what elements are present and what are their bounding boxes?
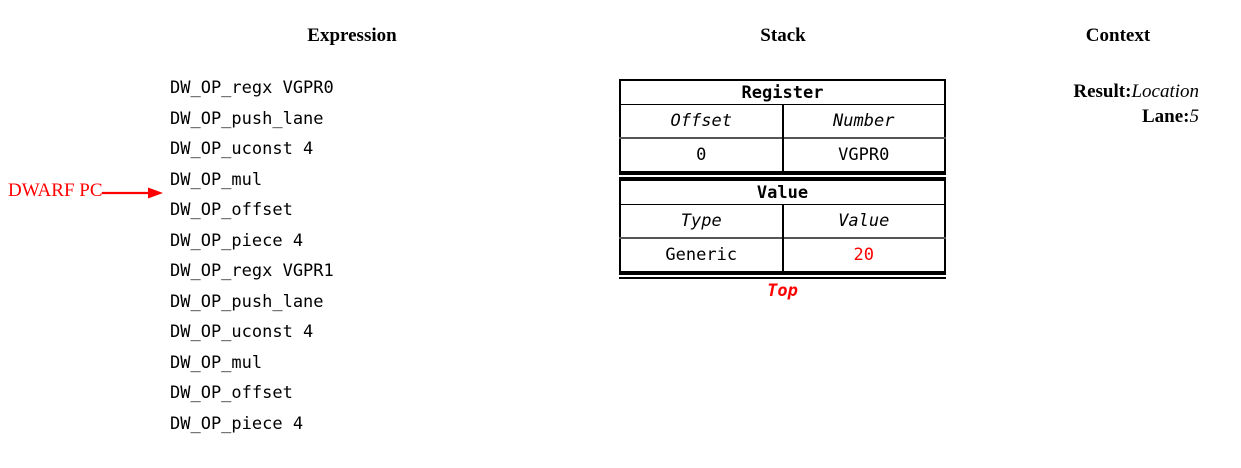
table-row: Generic 20 (620, 237, 945, 272)
table-cell: 20 (782, 237, 945, 272)
table-cell: 0 (620, 137, 784, 172)
table-row: Type Value (620, 204, 945, 238)
table-row: 0 VGPR0 (620, 137, 945, 172)
table-row: Register (620, 80, 945, 105)
right-arrow-icon (101, 184, 164, 198)
expression-line: DW_OP_piece 4 (170, 413, 304, 434)
stack-entry-title: Value (620, 180, 945, 205)
column-header: Type (620, 204, 784, 238)
stack-entry-title: Register (620, 80, 945, 105)
stack-separator-rule (619, 173, 946, 179)
stack-entry-value: Value Type Value Generic 20 (619, 179, 946, 273)
expression-line: DW_OP_piece 4 (170, 230, 304, 251)
context-row-lane: Lane:5 (939, 104, 1199, 129)
expression-line: DW_OP_uconst 4 (170, 322, 314, 342)
column-header: Offset (620, 104, 784, 138)
table-cell: VGPR0 (782, 137, 945, 172)
context-row-result: Result:Location (939, 79, 1199, 104)
context-key: Lane: (1142, 106, 1190, 127)
context-value: Location (1131, 81, 1199, 102)
expression-line: DW_OP_offset (170, 383, 293, 403)
context-block: Result:Location Lane:5 (939, 79, 1199, 129)
table-row: Offset Number (620, 104, 945, 138)
stack-bottom-rule (619, 273, 946, 279)
column-header: Number (833, 111, 895, 131)
expression-listing: DW_OP_regx VGPR0 DW_OP_push_lane DW_OP_u… (170, 73, 334, 439)
table-cell: Generic (620, 237, 784, 272)
expression-line: DW_OP_regx VGPR0 (170, 78, 334, 98)
stack-display: Register Offset Number 0 VGPR0 Value Typ… (619, 79, 946, 301)
context-key: Result: (1073, 81, 1132, 102)
column-heading-stack: Stack (760, 25, 806, 46)
stack-top-label: Top (767, 281, 798, 301)
expression-line: DW_OP_push_lane (170, 291, 324, 312)
column-heading-expression: Expression (307, 25, 397, 46)
expression-line: DW_OP_mul (170, 352, 263, 373)
context-value: 5 (1189, 106, 1200, 127)
expression-line: DW_OP_offset (170, 200, 293, 220)
dwarf-pc-label: DWARF PC (8, 180, 103, 201)
expression-line: DW_OP_regx VGPR1 (170, 261, 334, 281)
column-heading-context: Context (1085, 25, 1151, 46)
table-row: Value (620, 180, 945, 205)
column-header: Value (838, 211, 890, 231)
expression-line: DW_OP_mul (170, 169, 263, 190)
expression-line: DW_OP_push_lane (170, 108, 324, 129)
expression-line: DW_OP_uconst 4 (170, 139, 314, 159)
dwarf-pc-marker: DWARF PC (8, 181, 164, 200)
stack-entry-register: Register Offset Number 0 VGPR0 (619, 79, 946, 173)
